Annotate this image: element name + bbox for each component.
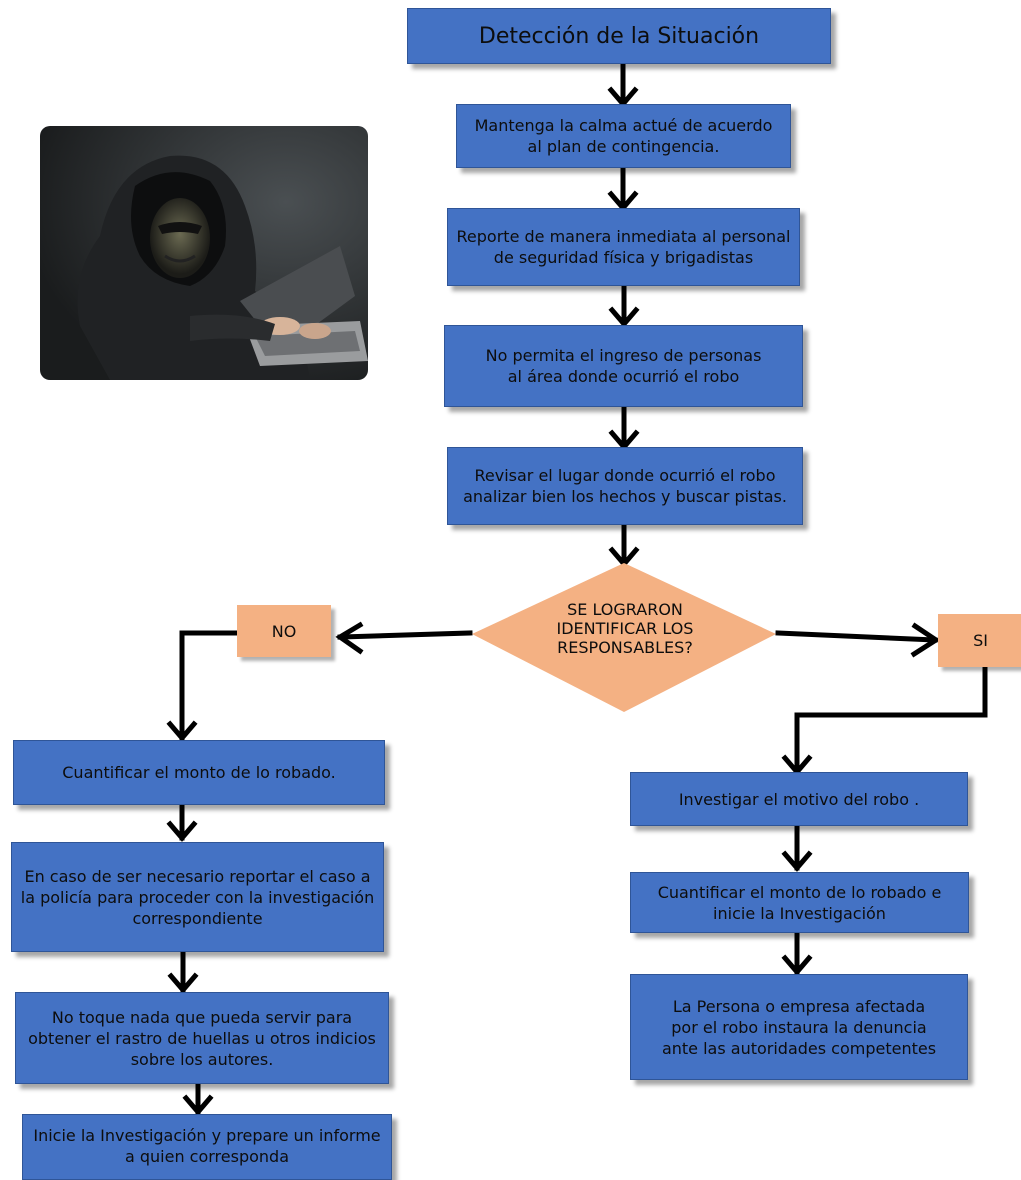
- connector-si: [794, 664, 988, 775]
- arrow-3-head: [608, 306, 640, 328]
- no-step-quantify: Cuantificar el monto de lo robado.: [13, 740, 385, 805]
- label-no: NO: [237, 605, 331, 657]
- arrow-l2-head: [167, 972, 199, 994]
- no-step-preserve-evidence: No toque nada que pueda servir para obte…: [15, 992, 389, 1084]
- arrow-si: [775, 630, 938, 643]
- si-step-investigate-motive: Investigar el motivo del robo .: [630, 772, 968, 826]
- step-keep-calm: Mantenga la calma actué de acuerdo al pl…: [456, 104, 791, 168]
- arrow-r2-head: [781, 954, 813, 976]
- arrow-l1-head: [166, 820, 198, 842]
- step-detection: Detección de la Situación: [407, 8, 831, 64]
- arrow-l3-head: [182, 1094, 214, 1116]
- decision-diamond: [472, 563, 776, 712]
- label-si: SI: [938, 614, 1021, 667]
- arrow-r1-head: [781, 850, 813, 872]
- arrow-si-head: [910, 622, 941, 658]
- connector-no-head: [166, 720, 198, 742]
- step-report: Reporte de manera inmediata al personal …: [447, 208, 800, 286]
- hacker-illustration: [40, 126, 368, 380]
- hacker-photo: [40, 126, 368, 380]
- step-restrict-access: No permita el ingreso de personas al áre…: [444, 325, 803, 407]
- no-step-report-police: En caso de ser necesario reportar el cas…: [11, 842, 384, 952]
- connector-no: [179, 630, 240, 741]
- si-step-quantify: Cuantificar el monto de lo robado e inic…: [630, 872, 969, 933]
- step-inspect-site: Revisar el lugar donde ocurrió el robo a…: [447, 447, 803, 525]
- decision-question: SE LOGRARON IDENTIFICAR LOS RESPONSABLES…: [556, 600, 694, 657]
- arrow-no-head: [335, 621, 364, 655]
- si-step-file-complaint: La Persona o empresa afectada por el rob…: [630, 974, 968, 1080]
- arrow-no: [337, 630, 473, 640]
- no-step-start-investigation: Inicie la Investigación y prepare un inf…: [22, 1114, 392, 1180]
